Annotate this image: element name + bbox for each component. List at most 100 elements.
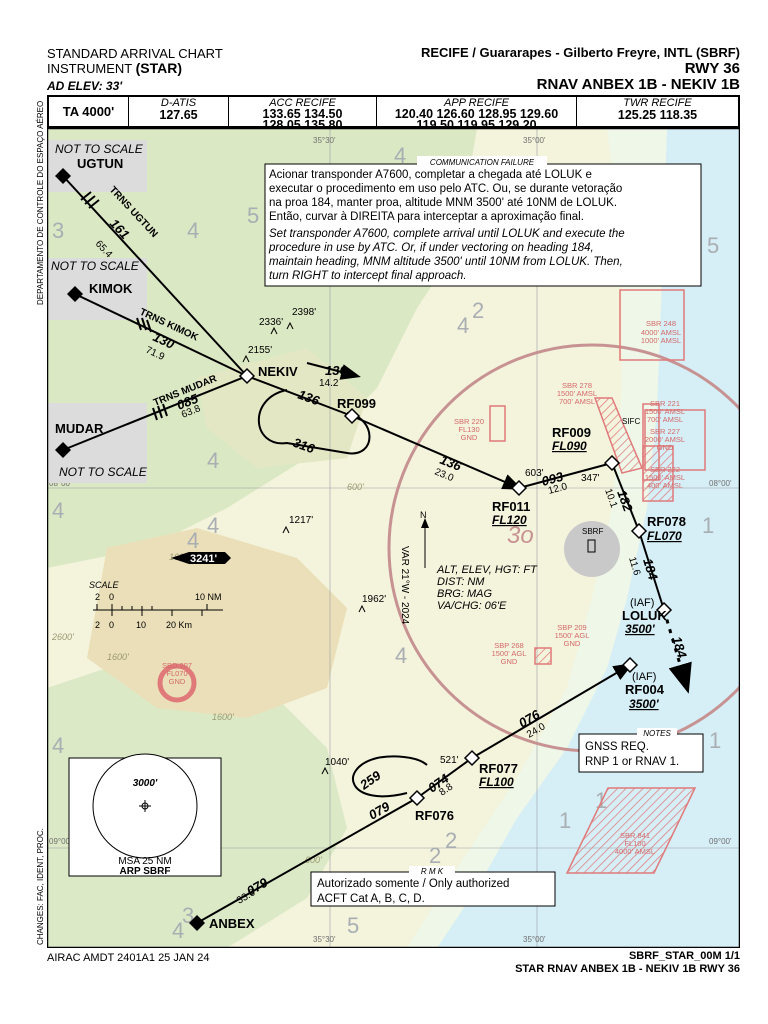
comm-failure-label-bg	[417, 156, 547, 168]
svg-text:SCALE: SCALE	[89, 580, 120, 590]
svg-text:VA/CHG: 06'E: VA/CHG: 06'E	[437, 600, 507, 612]
iaf-labels: (IAF) (IAF)	[630, 597, 656, 683]
hold-nekiv	[257, 389, 371, 455]
svg-text:GND: GND	[501, 657, 518, 666]
crs-rf078: 184	[640, 556, 661, 582]
iaf-rf004: (IAF)	[632, 671, 656, 683]
mudar-fix	[55, 442, 71, 458]
elev-1040: 1040'	[325, 757, 349, 768]
procedure-name: RNAV ANBEX 1B - NEKIV 1B	[536, 76, 740, 93]
svg-text:MSA 25 NM: MSA 25 NM	[118, 856, 171, 867]
alt-rf078: FL070	[647, 529, 682, 543]
svg-text:35°30': 35°30'	[313, 136, 336, 145]
svg-text:maintain heading, MNM altitude: maintain heading, MNM altitude 3500' unt…	[269, 256, 623, 268]
grid-labels: 35°30' 35°00' 35°30' 35°00' 08°00' 08°00…	[49, 136, 732, 944]
nts-ugtun: NOT TO SCALE	[55, 142, 144, 156]
notes-label-bg	[637, 728, 677, 738]
elev-2155: 2155'	[248, 345, 272, 356]
crs-vector: 184	[669, 634, 690, 660]
svg-text:700' AMSL: 700' AMSL	[559, 397, 595, 406]
svg-text:SBR 227: SBR 227	[650, 427, 680, 436]
label-anbex: ANBEX	[209, 916, 255, 931]
svg-text:1: 1	[559, 808, 571, 833]
svg-text:SBR 248: SBR 248	[646, 319, 676, 328]
svg-text:5: 5	[347, 913, 359, 938]
svg-text:NOTES: NOTES	[643, 729, 671, 738]
svg-text:1600': 1600'	[212, 712, 234, 722]
svg-text:08°00': 08°00'	[49, 479, 72, 488]
svg-text:08°00': 08°00'	[709, 479, 732, 488]
route-kimok-nekiv	[74, 293, 248, 377]
svg-text:1500' AMSL: 1500' AMSL	[645, 407, 685, 416]
restricted-areas	[157, 289, 706, 874]
waypoint-symbols	[55, 168, 205, 931]
svg-text:09°00': 09°00'	[709, 837, 732, 846]
chart-border	[47, 128, 740, 948]
msa-text: 3000' MSA 25 NM ARP SBRF	[118, 778, 171, 877]
svg-text:700' AMSL: 700' AMSL	[647, 415, 683, 424]
svg-text:2600': 2600'	[51, 632, 74, 642]
rf011-wpt	[510, 479, 528, 497]
svg-text:na proa 184, manter proa, alti: na proa 184, manter proa, altitude MNM 3…	[269, 197, 617, 209]
svg-text:procedure in use by ATC. Or, i: procedure in use by ATC. Or, if under ve…	[268, 242, 594, 254]
elev-1217: 1217'	[289, 515, 313, 526]
svg-text:1500' AMSL: 1500' AMSL	[557, 389, 597, 398]
elev-2336: 2336'	[259, 317, 283, 328]
highest-point-box	[171, 552, 231, 564]
svg-text:ACFT Cat A, B, C, D.: ACFT Cat A, B, C, D.	[317, 893, 425, 905]
svg-text:4: 4	[52, 498, 64, 523]
svg-text:SBR 841: SBR 841	[620, 831, 650, 840]
label-kimok: KIMOK	[89, 281, 133, 296]
twr-label: TWR RECIFE	[623, 97, 692, 109]
label-rf099: RF099	[337, 396, 376, 411]
svg-text:DIST: NM: DIST: NM	[437, 576, 485, 588]
side-label-decea: DEPARTAMENTO DE CONTROLE DO ESPAÇO AÉREO	[36, 100, 45, 305]
svg-text:4: 4	[172, 918, 184, 943]
label-rf078: RF078	[647, 514, 686, 529]
label-rf011: RF011	[492, 499, 530, 514]
svg-text:1: 1	[702, 513, 714, 538]
ugtun-fix	[55, 168, 71, 184]
svg-text:SBR 220: SBR 220	[454, 417, 484, 426]
svg-text:600': 600'	[347, 482, 364, 492]
svg-text:3: 3	[52, 218, 64, 243]
datis-cell: D-ATIS 127.65	[129, 97, 229, 126]
nts-labels: NOT TO SCALE NOT TO SCALE NOT TO SCALE	[51, 142, 148, 479]
ad-elevation: AD ELEV: 33'	[47, 79, 123, 93]
notes-box	[578, 733, 704, 773]
msa-arp-symbol	[139, 800, 151, 812]
svg-text:600': 600'	[305, 855, 322, 865]
crs-rf011: 093	[540, 469, 566, 489]
transition-altitude-cell: TA 4000'	[49, 97, 129, 126]
svg-text:turn RIGHT to intercept final: turn RIGHT to intercept final approach.	[269, 270, 467, 282]
svg-text:SBD 207: SBD 207	[162, 661, 192, 670]
svg-text:FL070: FL070	[166, 669, 187, 678]
nts-mudar: NOT TO SCALE	[59, 465, 148, 479]
svg-text:FL100: FL100	[624, 839, 645, 848]
transition-altitude: TA 4000'	[62, 104, 115, 119]
route-rf076-rf077	[416, 757, 473, 799]
rf076-wpt	[408, 789, 426, 807]
alt-rf011: FL120	[492, 513, 527, 527]
svg-text:ALT, ELEV, HGT: FT: ALT, ELEV, HGT: FT	[436, 564, 538, 576]
svg-text:R M K: R M K	[421, 867, 444, 876]
runway-label: RWY 36	[684, 60, 740, 77]
svg-text:2000' AMSL: 2000' AMSL	[645, 435, 685, 444]
label-ugtun: UGTUN	[77, 156, 123, 171]
elev-2398: 2398'	[292, 307, 316, 318]
svg-text:4: 4	[187, 218, 199, 243]
svg-text:SBP 209: SBP 209	[557, 623, 586, 632]
svg-text:GND: GND	[169, 677, 186, 686]
route-lines	[62, 175, 692, 924]
airac-amendment: AIRAC AMDT 2401A1 25 JAN 24	[47, 952, 210, 964]
rnav-fly-by-symbols	[238, 367, 673, 807]
remarks-text: R M K Autorizado somente / Only authoriz…	[317, 867, 509, 905]
svg-text:Set transponder A7600, complet: Set transponder A7600, complete arrival …	[269, 228, 625, 240]
svg-text:35°00': 35°00'	[523, 136, 546, 145]
svg-text:400' AMSL: 400' AMSL	[647, 481, 683, 490]
twr-cell: TWR RECIFE 125.25 118.35	[577, 97, 738, 126]
rf004-wpt	[621, 656, 639, 674]
acc-label: ACC RECIFE	[269, 97, 336, 109]
